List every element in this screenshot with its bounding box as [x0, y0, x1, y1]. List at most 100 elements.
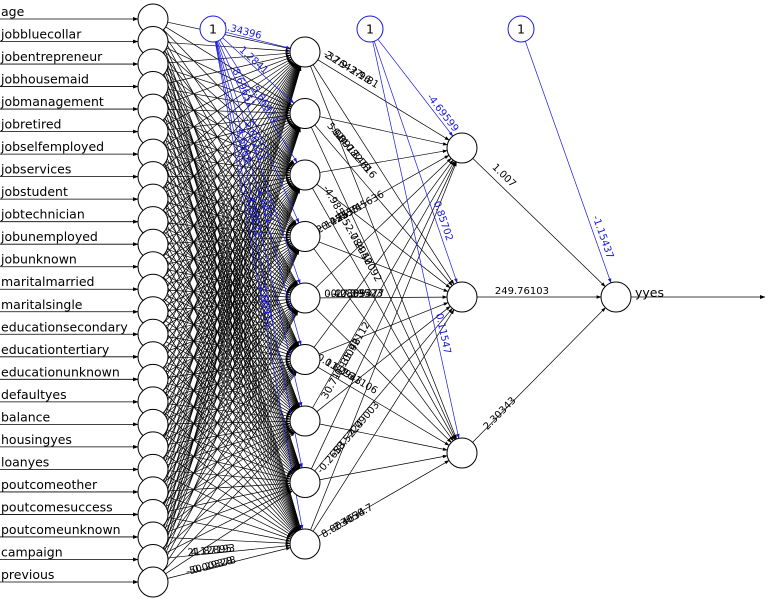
bias-node-label: 1 [209, 22, 217, 37]
edge-input-25-to-h1-8 [167, 547, 291, 579]
edge-input-23-to-h1-4 [160, 310, 298, 525]
weight-label: -0.0917 [327, 124, 360, 160]
edge-input-5-to-h1-2 [167, 135, 292, 172]
edge-input-22-to-h1-8 [167, 516, 291, 542]
edge-input-25-to-h1-3 [158, 249, 300, 569]
edge-input-12-to-h1-0 [160, 64, 298, 277]
edge-h1-7-to-h2-0 [311, 161, 456, 470]
input-label: jobretired [0, 117, 61, 132]
edge-input-18-to-h1-3 [162, 247, 296, 413]
hidden2-node [446, 281, 478, 313]
input-node [137, 566, 169, 598]
edge-input-6-to-h1-0 [165, 60, 293, 147]
edge-input-25-to-h1-6 [163, 431, 296, 572]
edge-input-11-to-h1-2 [165, 182, 293, 260]
edge-bias1-to-h1-0 [225, 31, 291, 49]
edge-h1-3-to-h2-1 [318, 241, 449, 292]
edge-input-13-to-h1-3 [166, 242, 292, 306]
edge-bias2-to-h2-2 [372, 41, 460, 439]
input-label: jobstudent [0, 184, 68, 199]
weight-label: -35.92112 [338, 320, 373, 370]
edge-input-2-to-h1-7 [157, 78, 301, 469]
input-label: age [1, 4, 25, 19]
edge-input-24-to-h1-2 [158, 188, 300, 546]
edge-input-14-to-h1-3 [165, 244, 293, 327]
weight-label: 21.87193 [187, 543, 236, 559]
input-label: jobunknown [0, 252, 77, 267]
edge-input-6-to-h1-5 [161, 165, 297, 348]
bias-node-label: 1 [366, 22, 374, 37]
edge-input-10-to-h1-7 [160, 256, 298, 471]
input-label: housingyes [1, 432, 72, 447]
edge-h1-6-to-h2-1 [316, 305, 451, 412]
edge-input-4-to-h1-2 [166, 114, 292, 170]
edge-input-12-to-h1-1 [162, 124, 296, 279]
edge-input-19-to-h1-8 [165, 454, 293, 537]
hidden2-node [446, 437, 478, 469]
edge-input-25-to-h1-7 [165, 490, 293, 575]
edge-input-21-to-h1-0 [157, 65, 301, 478]
edge-input-23-to-h1-8 [167, 537, 291, 545]
edge-input-17-to-h1-3 [162, 247, 296, 392]
edge-input-24-to-h1-7 [166, 488, 293, 554]
edge-input-25-to-h1-5 [161, 371, 297, 570]
edge-h1-0-to-h2-1 [312, 64, 455, 285]
edge-input-2-to-h1-1 [167, 68, 292, 110]
edge-input-13-to-h1-8 [160, 324, 298, 532]
edge-input-11-to-h1-7 [161, 278, 297, 471]
edge-h1-2-to-h2-1 [316, 183, 451, 289]
edge-input-23-to-h1-6 [164, 429, 294, 529]
edge-input-7-to-h1-5 [162, 187, 296, 349]
edge-input-20-to-h1-2 [159, 187, 299, 457]
edge-input-23-to-h1-5 [162, 370, 296, 526]
edge-input-4-to-h1-3 [164, 118, 294, 228]
bias-node-label: 1 [517, 22, 525, 37]
edge-input-16-to-h1-1 [160, 126, 298, 367]
edge-input-0-to-h1-0 [167, 21, 291, 50]
edge-h1-1-to-h2-0 [319, 116, 448, 146]
edge-bias1-to-h1-6 [215, 41, 303, 407]
edge-input-6-to-h1-8 [158, 167, 300, 531]
weight-label: 4.12895 [190, 543, 232, 558]
edge-input-8-to-h1-1 [165, 120, 293, 193]
edge-input-3-to-h1-0 [167, 54, 291, 84]
edge-input-18-to-h1-1 [159, 126, 299, 412]
edge-input-19-to-h1-2 [160, 187, 298, 434]
edge-input-15-to-h1-3 [164, 245, 294, 348]
hidden2-node [446, 132, 478, 164]
input-label: previous [1, 567, 54, 582]
edge-input-7-to-h1-0 [164, 61, 294, 168]
edge-h1-7-to-h2-2 [319, 454, 448, 481]
bias-node [199, 15, 227, 43]
edge-input-24-to-h1-4 [160, 310, 298, 547]
edge-input-17-to-h1-0 [158, 65, 300, 389]
input-label: jobservices [0, 162, 71, 177]
edge-input-3-to-h1-8 [157, 100, 301, 531]
input-label: loanyes [1, 454, 49, 469]
edge-input-20-to-h1-0 [157, 65, 301, 456]
edge-input-9-to-h1-6 [161, 233, 297, 410]
weight-label: -0.2683 [315, 439, 348, 476]
edge-input-22-to-h1-6 [165, 428, 293, 507]
edge-input-0-to-h1-7 [157, 33, 301, 469]
edge-input-13-to-h1-1 [161, 125, 297, 301]
edge-h1-2-to-h2-2 [312, 187, 455, 441]
input-label: maritalmarried [1, 274, 94, 289]
edge-input-19-to-h1-0 [158, 65, 300, 434]
edge-h1-4-to-h2-0 [315, 158, 452, 288]
edge-input-19-to-h1-1 [158, 126, 300, 434]
edge-input-15-to-h1-1 [160, 125, 298, 345]
edge-input-12-to-h1-8 [160, 301, 298, 532]
input-label: jobbluecollar [0, 27, 82, 42]
edge-input-17-to-h1-1 [159, 126, 299, 389]
edge-input-5-to-h1-4 [162, 142, 296, 288]
weight-label: -0.2942 [345, 228, 374, 267]
edge-input-22-to-h1-2 [158, 188, 300, 501]
hidden1-node [289, 98, 321, 129]
edge-input-4-to-h1-5 [160, 121, 298, 348]
edge-input-16-to-h1-4 [166, 304, 293, 373]
edge-input-21-to-h1-2 [159, 188, 299, 479]
edge-input-19-to-h1-3 [161, 248, 297, 435]
edge-h1-8-to-h2-2 [317, 460, 450, 537]
weight-label: -1.81 [353, 68, 381, 91]
